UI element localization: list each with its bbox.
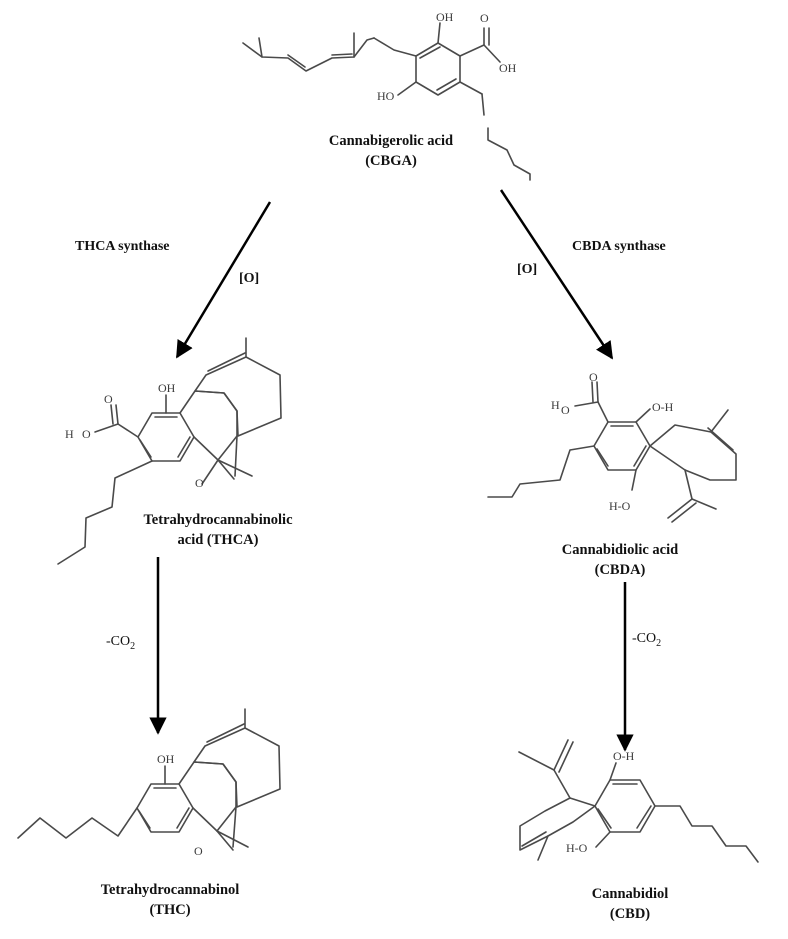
right-decarb-text: -CO: [632, 631, 657, 646]
cbda-name: Cannabidiolic acid: [561, 542, 679, 558]
right-oxidant-label: [O]: [517, 262, 538, 277]
thca-acid-ho-atom: H: [65, 427, 74, 441]
cbda-structure: H O O O-H H-O: [487, 370, 737, 523]
cbd-abbr: (CBD): [609, 906, 651, 922]
thc-label: Tetrahydrocannabinol (THC): [60, 880, 280, 920]
thca-name-line2: acid (THCA): [177, 532, 259, 548]
arrow-cbga-to-cbda: [499, 189, 614, 360]
thca-ring-o-atom: O: [195, 476, 204, 490]
right-decarb-subscript: 2: [656, 637, 662, 649]
thc-oh-atom: OH: [157, 752, 175, 766]
cbda-oh-atom: O-H: [652, 400, 674, 414]
cbga-structure: OH O OH HO: [242, 10, 531, 181]
cbda-label: Cannabidiolic acid (CBDA): [520, 540, 720, 580]
thca-name: Tetrahydrocannabinolic: [143, 512, 293, 528]
thca-carbonyl-o-atom: O: [104, 392, 113, 406]
right-enzyme-label: CBDA synthase: [572, 239, 666, 254]
thca-oh-atom: OH: [158, 381, 176, 395]
cbda-acid-o-atom: O: [561, 403, 570, 417]
thca-structure: O H O OH O: [57, 337, 282, 565]
left-decarboxylation-label: -CO2: [106, 634, 135, 652]
right-decarboxylation-label: -CO2: [632, 631, 661, 649]
cbga-name: Cannabigerolic acid: [328, 133, 454, 149]
cbda-carbonyl-o-atom: O: [589, 370, 598, 384]
cbda-ho-atom: H-O: [609, 499, 631, 513]
cbd-ho-atom: H-O: [566, 841, 588, 855]
thc-ring-o-atom: O: [194, 844, 203, 858]
left-decarb-subscript: 2: [130, 640, 136, 652]
thc-abbr: (THC): [149, 902, 191, 918]
arrow-cbga-to-thca: [175, 201, 272, 359]
cbd-name: Cannabidiol: [591, 886, 669, 902]
cbga-oh-atom: OH: [436, 10, 454, 24]
cbda-abbr: (CBDA): [594, 562, 646, 578]
thca-label: Tetrahydrocannabinolic acid (THCA): [108, 510, 328, 550]
left-decarb-text: -CO: [106, 634, 131, 649]
cbd-oh-atom: O-H: [613, 749, 635, 763]
cbda-acid-h-atom: H: [551, 398, 560, 412]
left-oxidant-label: [O]: [239, 271, 260, 286]
cbga-ho-atom: HO: [377, 89, 395, 103]
thc-structure: OH O: [17, 708, 281, 858]
cbga-acid-oh-atom: OH: [499, 61, 517, 75]
cbd-structure: O-H H-O: [518, 739, 759, 863]
cbga-carbonyl-o-atom: O: [480, 11, 489, 25]
cbd-label: Cannabidiol (CBD): [540, 884, 720, 924]
thc-name: Tetrahydrocannabinol: [100, 882, 240, 898]
cbga-abbr: (CBGA): [365, 153, 417, 169]
thca-acid-o-atom: O: [82, 427, 91, 441]
left-enzyme-label: THCA synthase: [75, 239, 170, 254]
cbga-label: Cannabigerolic acid (CBGA): [296, 131, 486, 171]
